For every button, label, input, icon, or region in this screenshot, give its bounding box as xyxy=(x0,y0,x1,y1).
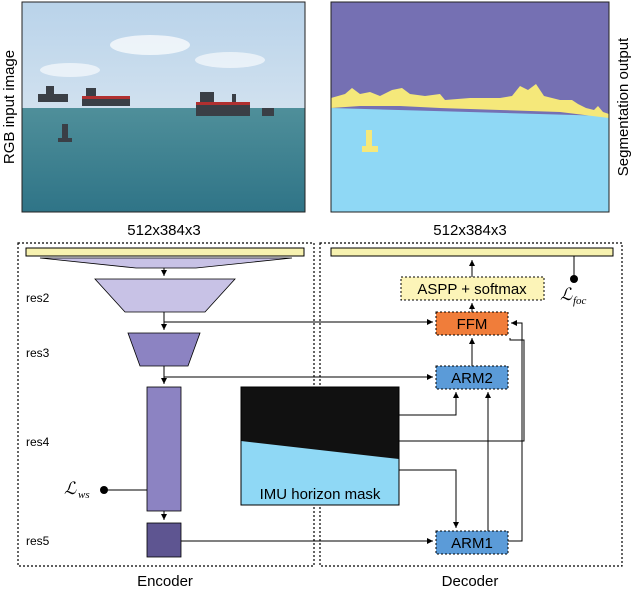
res4-block xyxy=(146,386,182,512)
segmentation-output-image xyxy=(330,1,610,213)
decoder-output-bar xyxy=(330,247,614,257)
loss-ws-symbol: ℒ xyxy=(64,479,77,498)
loss-ws-subscript: ws xyxy=(78,489,90,501)
res4-label: res4 xyxy=(26,435,50,449)
arm2-label: ARM2 xyxy=(451,370,493,387)
segmentation-output-label: Segmentation output xyxy=(615,37,632,176)
encoder-stem-block xyxy=(39,257,293,269)
res3-label: res3 xyxy=(26,346,50,360)
imu-mask-label: IMU horizon mask xyxy=(260,486,381,503)
seg-size-label: 512x384x3 xyxy=(433,222,506,239)
res2-label: res2 xyxy=(26,291,50,305)
rgb-input-image xyxy=(21,1,306,213)
loss-foc: ℒ foc xyxy=(560,256,587,307)
loss-foc-symbol: ℒ xyxy=(560,285,573,304)
ffm-label: FFM xyxy=(457,316,488,333)
arm1-to-ffm-arrow xyxy=(508,320,523,542)
rgb-input-label: RGB input image xyxy=(1,50,18,164)
res5-block xyxy=(146,522,182,558)
res5-label: res5 xyxy=(26,534,50,548)
decoder-title: Decoder xyxy=(442,573,499,590)
imu-horizon-mask: IMU horizon mask xyxy=(240,386,400,506)
imu-to-arm1-arrow xyxy=(399,469,459,528)
arm1-label: ARM1 xyxy=(451,535,493,552)
aspp-box xyxy=(400,276,545,301)
loss-foc-subscript: foc xyxy=(573,295,587,307)
encoder-input-bar xyxy=(25,247,305,257)
res3-block xyxy=(127,332,201,367)
imu-to-arm2-arrow xyxy=(399,392,459,416)
rgb-size-label: 512x384x3 xyxy=(127,222,200,239)
loss-foc-node xyxy=(570,275,578,283)
aspp-label: ASPP + softmax xyxy=(417,281,527,298)
loss-ws: ℒ ws xyxy=(64,479,147,501)
res2-block xyxy=(94,278,236,313)
arm1-box xyxy=(435,530,509,555)
encoder-title: Encoder xyxy=(137,573,193,590)
